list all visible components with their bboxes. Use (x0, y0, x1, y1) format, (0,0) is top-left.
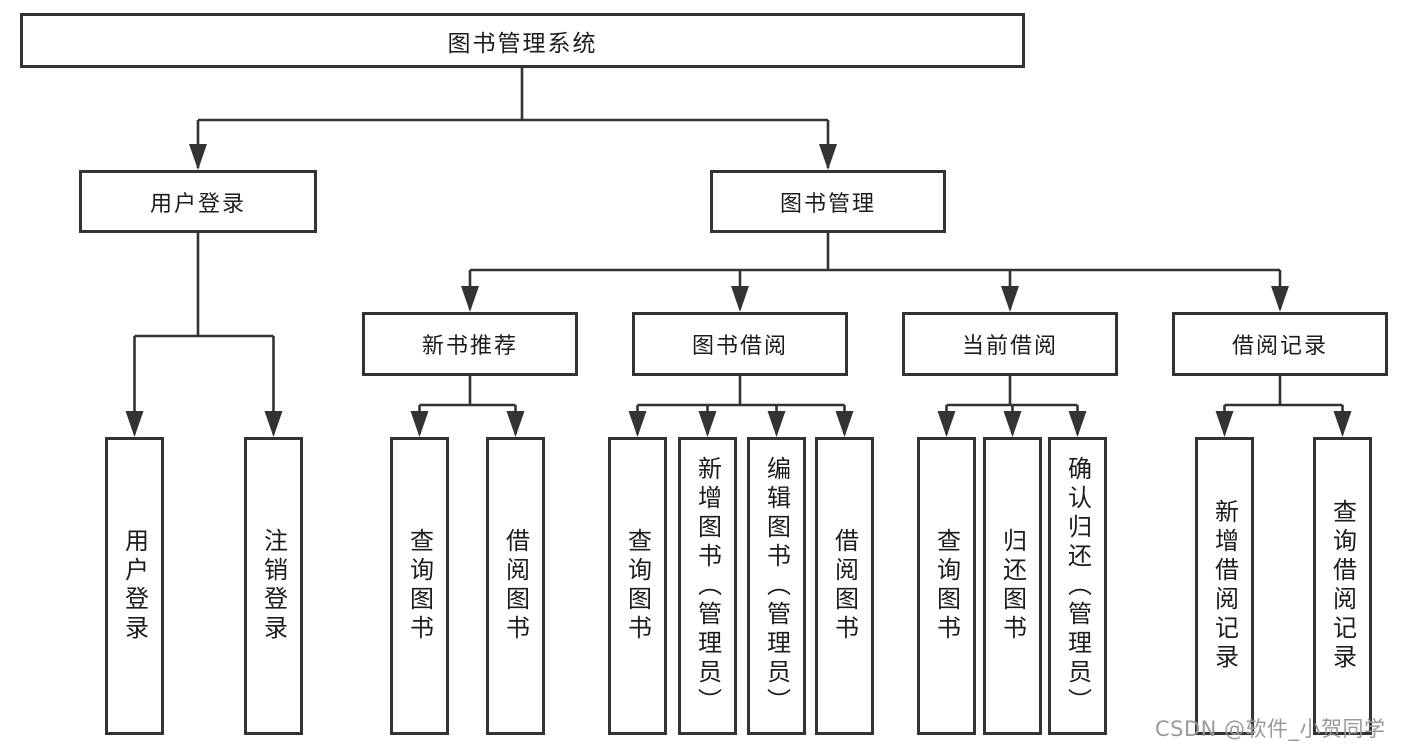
leaf-borrow-edit-books-admin: 编辑图书（管理员） (747, 437, 806, 735)
leaf-current-return-books: 归还图书 (983, 437, 1042, 735)
node-book-management-label: 图书管理 (779, 191, 876, 217)
node-new-book-recommend-label: 新书推荐 (421, 334, 518, 359)
leaf-rec-borrow-books: 借阅图书 (486, 437, 545, 735)
node-root: 图书管理系统 (20, 13, 1025, 68)
leaf-record-add-borrow-record: 新增借阅记录 (1195, 437, 1254, 735)
node-user-login: 用户登录 (79, 170, 317, 233)
leaf-current-return-books-label: 归还图书 (998, 528, 1027, 644)
leaf-current-confirm-return-admin-label: 确认归还（管理员） (1063, 455, 1092, 717)
leaf-borrow-add-books-admin-label: 新增图书（管理员） (693, 455, 722, 717)
leaf-borrow-edit-books-admin-label: 编辑图书（管理员） (762, 455, 791, 717)
leaf-current-confirm-return-admin: 确认归还（管理员） (1048, 437, 1107, 735)
node-book-borrow-label: 图书借阅 (691, 334, 788, 359)
leaf-borrow-query-books: 查询图书 (608, 437, 667, 735)
leaf-rec-query-books-label: 查询图书 (405, 528, 434, 644)
leaf-record-query-borrow-record: 查询借阅记录 (1313, 437, 1372, 735)
csdn-watermark: CSDN @软件_小贺同学 (1155, 717, 1386, 741)
leaf-logout-label: 注销登录 (259, 528, 288, 644)
leaf-record-add-borrow-record-label: 新增借阅记录 (1210, 499, 1239, 673)
node-new-book-recommend: 新书推荐 (362, 312, 578, 376)
leaf-user-login: 用户登录 (105, 437, 164, 735)
node-user-login-label: 用户登录 (149, 191, 246, 217)
leaf-borrow-add-books-admin: 新增图书（管理员） (678, 437, 737, 735)
node-book-management: 图书管理 (710, 170, 946, 233)
arrow-down-icons (125, 144, 1352, 437)
node-borrow-records: 借阅记录 (1172, 312, 1388, 376)
leaf-borrow-borrow-books: 借阅图书 (815, 437, 874, 735)
leaf-current-query-books-label: 查询图书 (932, 528, 961, 644)
leaf-borrow-borrow-books-label: 借阅图书 (830, 528, 859, 644)
leaf-logout: 注销登录 (244, 437, 303, 735)
leaf-borrow-query-books-label: 查询图书 (623, 528, 652, 644)
leaf-rec-query-books: 查询图书 (390, 437, 449, 735)
leaf-user-login-label: 用户登录 (120, 528, 149, 644)
node-borrow-records-label: 借阅记录 (1231, 334, 1328, 359)
node-current-borrow-label: 当前借阅 (961, 334, 1058, 359)
leaf-current-query-books: 查询图书 (917, 437, 976, 735)
node-book-borrow: 图书借阅 (632, 312, 848, 376)
node-root-label: 图书管理系统 (447, 30, 598, 57)
tree-edge-lines (133, 68, 1344, 434)
leaf-rec-borrow-books-label: 借阅图书 (501, 528, 530, 644)
node-current-borrow: 当前借阅 (902, 312, 1118, 376)
leaf-record-query-borrow-record-label: 查询借阅记录 (1328, 499, 1357, 673)
